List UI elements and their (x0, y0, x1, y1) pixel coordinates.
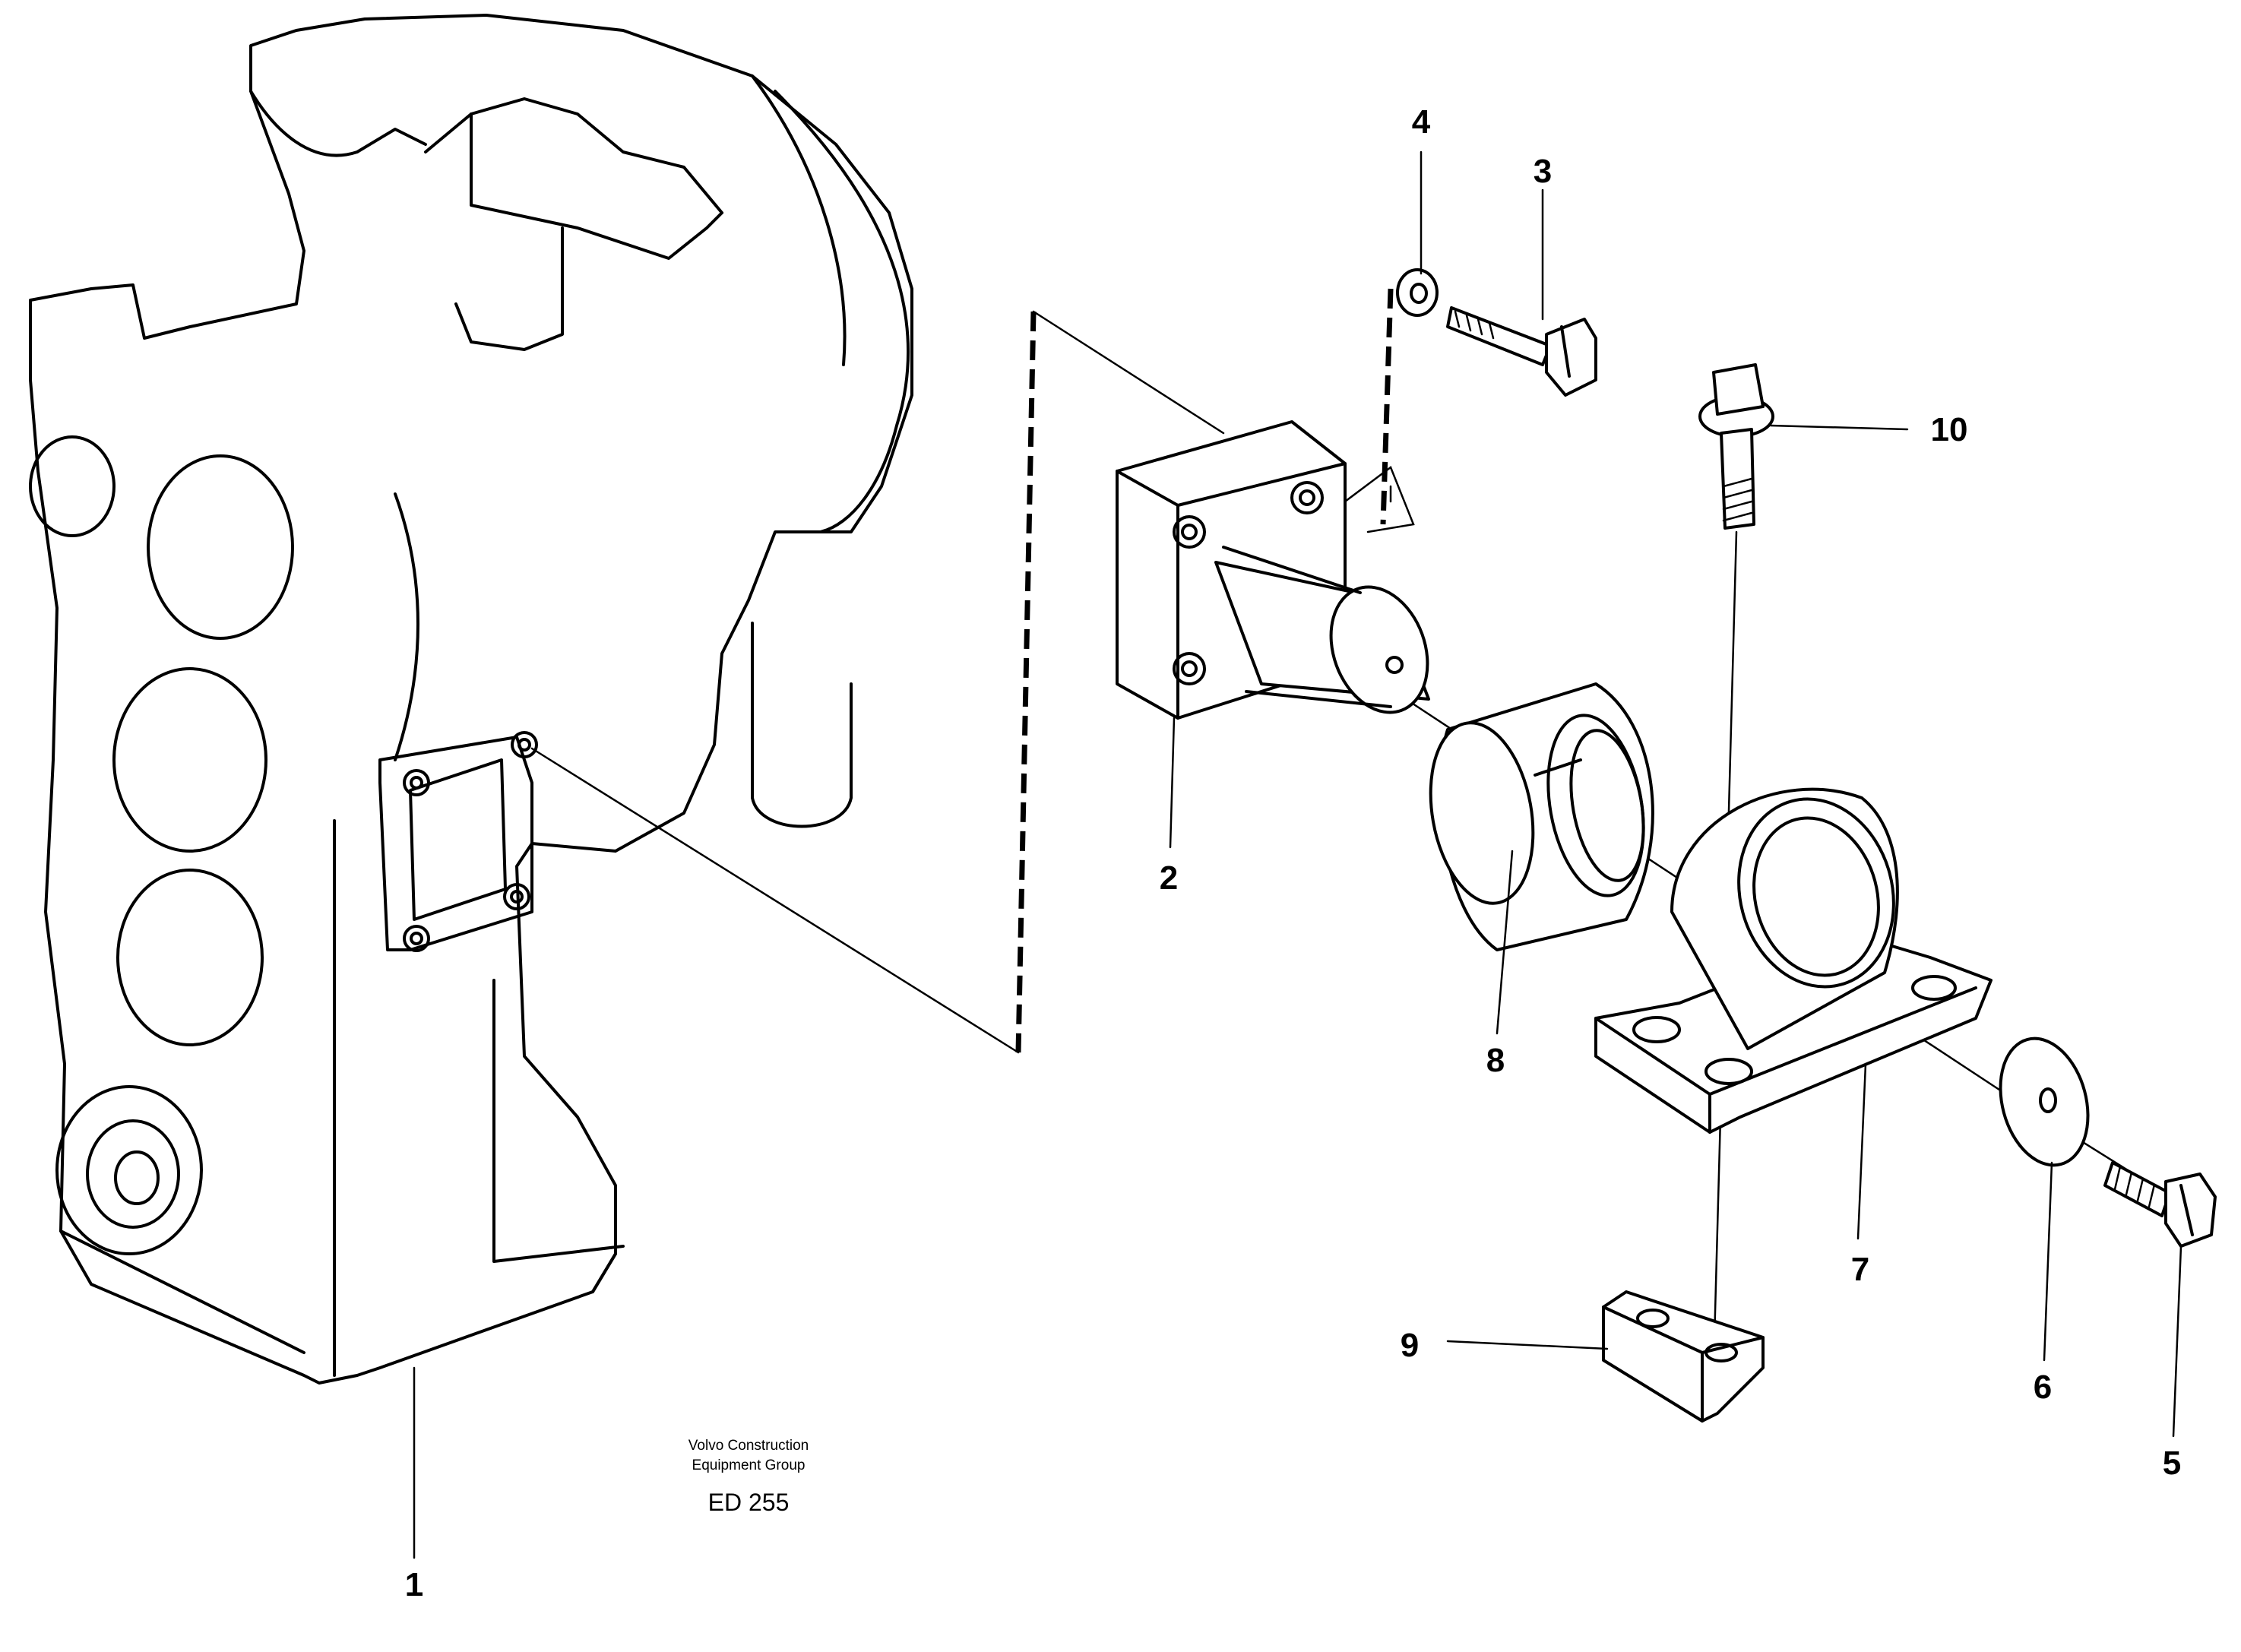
callout-labels: 1 2 3 4 5 6 7 8 9 10 (405, 103, 2181, 1603)
callout-9: 9 (1401, 1327, 1419, 1364)
bolt-5 (2103, 1161, 2217, 1248)
callout-6: 6 (2034, 1369, 2052, 1406)
credit-line-2: Equipment Group (692, 1457, 806, 1473)
washer-4 (1396, 268, 1439, 317)
washer-6 (1999, 1036, 2090, 1167)
flange-bolt-10 (1698, 363, 1774, 530)
credit-line-1: Volvo Construction (688, 1438, 809, 1454)
callout-3: 3 (1534, 153, 1552, 190)
callout-2: 2 (1160, 859, 1178, 897)
callout-10: 10 (1931, 411, 1968, 448)
transmission-housing (29, 14, 913, 1385)
callout-5: 5 (2163, 1445, 2181, 1482)
bushing-8 (1429, 682, 1654, 951)
leader-lines (413, 150, 2182, 1559)
callout-7: 7 (1851, 1251, 1869, 1288)
pillow-block-7 (1594, 787, 1993, 1134)
nut-plate-9 (1602, 1290, 1765, 1423)
flange-shaft (1116, 420, 1430, 720)
drawing-code: ED 255 (708, 1489, 790, 1516)
callout-1: 1 (405, 1566, 423, 1603)
callout-4: 4 (1412, 103, 1431, 141)
callout-8: 8 (1486, 1042, 1505, 1079)
credit-block: Volvo Construction Equipment Group ED 25… (688, 1438, 809, 1516)
bolt-3 (1446, 306, 1597, 397)
